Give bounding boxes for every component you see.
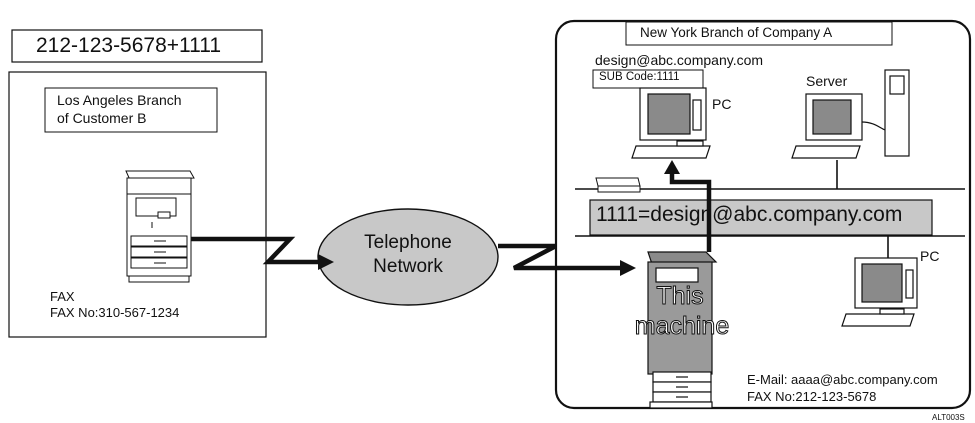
- pc2-label: PC: [920, 248, 940, 264]
- right-branch-name: New York Branch of Company A: [640, 25, 833, 40]
- right-branch-box: [625, 21, 893, 46]
- dial-number-box: [11, 29, 263, 63]
- server-label: Server: [806, 73, 848, 89]
- fax-line-left: [191, 236, 318, 265]
- routing-line-arrowhead: [664, 160, 680, 174]
- fax-line-right: [498, 243, 620, 271]
- server-icon: [791, 69, 910, 159]
- fax-machine-icon: [125, 170, 195, 283]
- right-email: E-Mail: aaaa@abc.company.com: [747, 372, 938, 387]
- sub-code: SUB Code:1111: [599, 71, 680, 83]
- left-fax-number: FAX No:310-567-1234: [50, 305, 180, 320]
- left-branch-line1: Los Angeles Branch: [57, 92, 182, 108]
- left-device-label: FAX: [50, 289, 75, 304]
- left-branch-line2: of Customer B: [57, 110, 147, 126]
- routing-rule-box: [589, 199, 933, 236]
- machine-label-line2: machine: [634, 312, 730, 341]
- dial-number: 212-123-5678+1111: [36, 34, 222, 57]
- pc1-email: design@abc.company.com: [595, 52, 764, 68]
- fax-line-right-arrowhead: [620, 260, 636, 276]
- machine-label-line1: This: [656, 282, 704, 311]
- left-branch-box: [44, 87, 218, 133]
- routing-line: [669, 172, 712, 252]
- fax-line-left-arrowhead: [318, 254, 334, 270]
- lan-device-icon: [595, 177, 641, 193]
- pc1-label: PC: [712, 96, 732, 112]
- network-line1: Telephone: [364, 232, 452, 253]
- right-fax-number: FAX No:212-123-5678: [747, 389, 877, 404]
- pc-icon: [631, 87, 711, 159]
- network-line2: Network: [373, 256, 443, 277]
- figure-code: ALT003S: [932, 413, 965, 422]
- pc-icon: [841, 257, 918, 327]
- multifunction-printer-icon: [647, 251, 718, 409]
- routing-rule: 1111=design@abc.company.com: [596, 203, 903, 226]
